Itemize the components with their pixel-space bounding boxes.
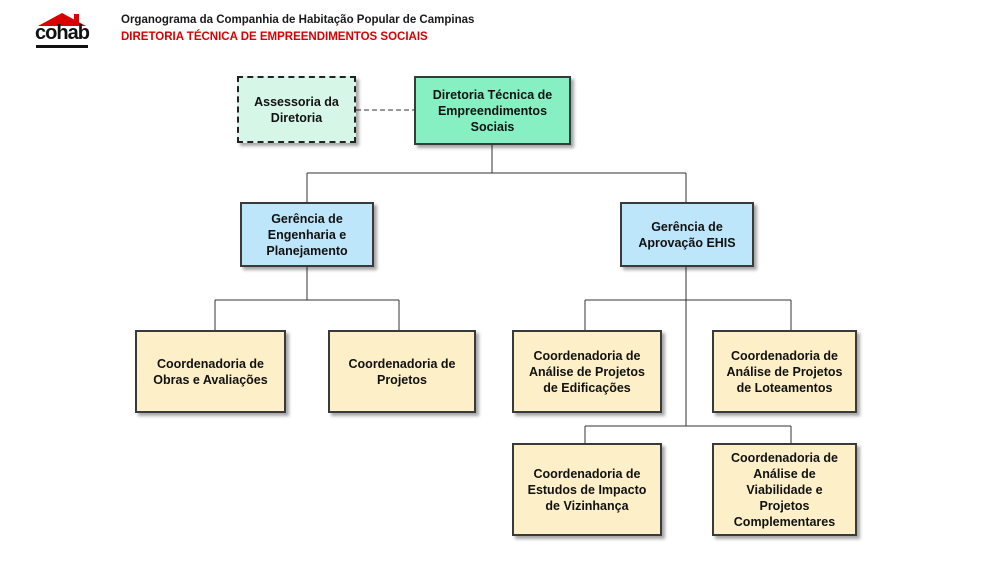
house-roof-icon (38, 13, 86, 26)
logo-underline (36, 45, 88, 48)
page-title: Organograma da Companhia de Habitação Po… (121, 14, 475, 26)
page-subtitle: DIRETORIA TÉCNICA DE EMPREENDIMENTOS SOC… (121, 31, 428, 43)
logo-text: cohab (35, 22, 90, 44)
cohab-logo: cohab (34, 12, 90, 48)
